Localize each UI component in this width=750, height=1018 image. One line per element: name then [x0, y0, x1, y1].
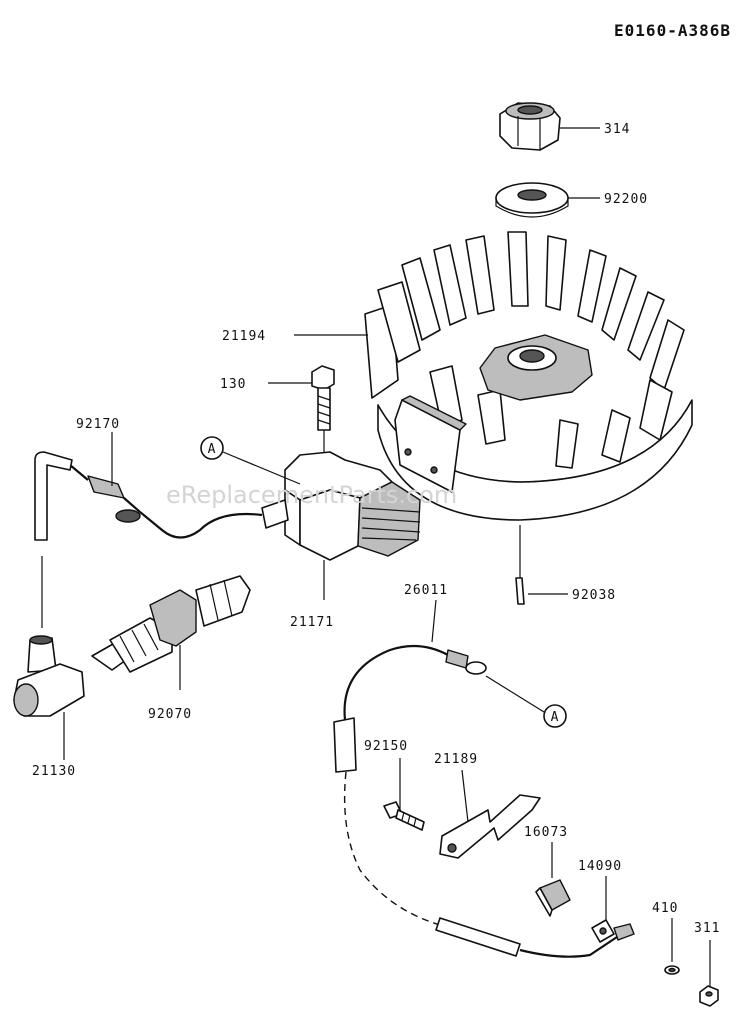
callout-marker-label: A	[208, 442, 217, 457]
part-label: 21130	[32, 764, 76, 779]
screw-92150-drawing	[383, 801, 425, 831]
plug-cap-21130-drawing	[13, 635, 85, 717]
spark-plug-92070-drawing	[91, 575, 251, 673]
part-label: 410	[652, 901, 678, 916]
part-label: 92200	[604, 192, 648, 207]
part-label: 92070	[148, 707, 192, 722]
washer-410-drawing	[664, 965, 680, 975]
nut-311-drawing	[699, 985, 719, 1007]
part-label: 92038	[572, 588, 616, 603]
key-92038-drawing	[515, 577, 525, 605]
nut-314-drawing	[499, 102, 561, 151]
plate-21189-drawing	[439, 794, 541, 859]
bolt-130-drawing	[311, 365, 335, 431]
part-label: 21189	[434, 752, 478, 767]
part-label: 314	[604, 122, 630, 137]
part-label: 92150	[364, 739, 408, 754]
washer-92200-drawing	[495, 182, 569, 218]
watermark: eReplacementParts.com	[166, 481, 457, 509]
ignition-coil-21171-drawing	[261, 451, 421, 561]
wire-lead-26011-drawing	[333, 649, 487, 773]
diagram-code: E0160-A386B	[614, 21, 731, 40]
terminal-14090-drawing	[591, 919, 615, 943]
clamp-92170-drawing	[69, 464, 141, 523]
flywheel-21194-drawing	[364, 231, 693, 521]
part-label: 14090	[578, 859, 622, 874]
part-label: 21194	[222, 329, 266, 344]
callout-a-lower: A	[543, 704, 567, 728]
part-label: 311	[694, 921, 720, 936]
part-label: 130	[220, 377, 246, 392]
part-label: 16073	[524, 825, 568, 840]
part-label: 92170	[76, 417, 120, 432]
part-label: 21171	[290, 615, 334, 630]
callout-marker-label: A	[551, 710, 560, 725]
holder-16073-drawing	[535, 879, 571, 917]
part-label: 26011	[404, 583, 448, 598]
callout-a-upper: A	[200, 436, 224, 460]
